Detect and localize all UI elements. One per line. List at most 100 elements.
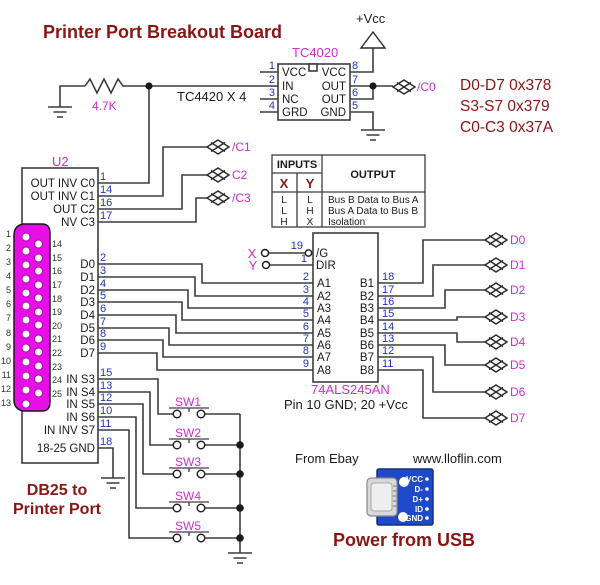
svg-text:OUT INV C0: OUT INV C0 — [31, 178, 95, 190]
svg-text:5: 5 — [100, 290, 106, 302]
svg-text:B4: B4 — [360, 315, 375, 327]
junction-dots — [145, 82, 377, 542]
svg-text:2: 2 — [269, 74, 275, 86]
svg-text:12: 12 — [100, 392, 112, 404]
db25-holes — [21, 232, 43, 409]
svg-text:11: 11 — [2, 370, 11, 380]
svg-text:D1: D1 — [80, 272, 95, 284]
buffer-power-note: Pin 10 GND; 20 +Vcc — [284, 397, 408, 412]
svg-text:SW2: SW2 — [175, 426, 201, 440]
tc4420-pin1-notch — [308, 63, 318, 72]
svg-text:10: 10 — [1, 356, 11, 366]
svg-text:8: 8 — [6, 328, 11, 338]
svg-text:25: 25 — [52, 389, 62, 399]
svg-text:D3: D3 — [510, 310, 526, 324]
svg-text:SW3: SW3 — [175, 455, 201, 469]
db25-connector — [13, 223, 51, 412]
svg-text:5: 5 — [303, 308, 309, 320]
switch-levers — [169, 407, 209, 536]
svg-text:B1: B1 — [360, 278, 374, 290]
svg-text:VCC: VCC — [322, 67, 346, 79]
svg-text:/G: /G — [316, 248, 328, 260]
svg-text:SW4: SW4 — [175, 489, 201, 503]
svg-text:B8: B8 — [360, 365, 374, 377]
svg-text:9: 9 — [303, 358, 309, 370]
svg-text:6: 6 — [100, 303, 106, 315]
svg-text:A8: A8 — [317, 365, 331, 377]
svg-text:A1: A1 — [317, 278, 331, 290]
pad-label-c3: /C3 — [232, 191, 251, 205]
svg-text:1: 1 — [6, 229, 11, 239]
switch-terminals[interactable] — [172, 409, 206, 543]
svg-text:1: 1 — [100, 171, 106, 183]
svg-text:3: 3 — [269, 87, 275, 99]
svg-text:GND: GND — [405, 514, 423, 523]
svg-text:B5: B5 — [360, 328, 374, 340]
svg-text:11: 11 — [382, 358, 393, 370]
svg-text:D7: D7 — [510, 411, 526, 425]
svg-text:D-: D- — [415, 485, 424, 494]
svg-text:19: 19 — [52, 307, 62, 317]
svg-text:GRD: GRD — [282, 107, 308, 119]
usb-pin-dots — [425, 477, 429, 520]
svg-text:10: 10 — [100, 405, 112, 417]
svg-text:OUTPUT: OUTPUT — [350, 169, 396, 181]
svg-text:D0: D0 — [510, 233, 526, 247]
svg-text:24: 24 — [52, 375, 62, 385]
svg-text:7: 7 — [303, 333, 309, 345]
svg-text:D+: D+ — [413, 495, 424, 504]
svg-text:GND: GND — [320, 107, 346, 119]
svg-text:A4: A4 — [317, 315, 332, 327]
svg-text:2: 2 — [6, 243, 11, 253]
svg-text:8: 8 — [100, 328, 106, 340]
pad-label-c1: /C1 — [232, 140, 251, 154]
svg-text:4: 4 — [6, 271, 11, 281]
driver-note: TC4420 X 4 — [177, 89, 246, 104]
wires — [59, 48, 485, 553]
svg-text:D3: D3 — [80, 297, 95, 309]
svg-text:D4: D4 — [80, 310, 95, 322]
svg-text:8: 8 — [352, 60, 358, 72]
svg-text:OUT: OUT — [322, 94, 346, 106]
svg-text:15: 15 — [52, 253, 62, 263]
truth-table — [271, 154, 426, 228]
svg-text:Bus A Data to Bus B: Bus A Data to Bus B — [328, 206, 418, 217]
website-note: www.lloflin.com — [412, 451, 502, 466]
svg-text:VCC: VCC — [282, 67, 306, 79]
page-title: Printer Port Breakout Board — [43, 22, 282, 42]
usb-pin-labels: VCC D- D+ ID GND — [405, 475, 423, 523]
vcc-symbol — [359, 30, 387, 49]
vcc-label: +Vcc — [356, 11, 386, 26]
svg-text:DIR: DIR — [316, 260, 336, 272]
buffer-x-label: X — [248, 246, 257, 261]
svg-text:4: 4 — [269, 100, 275, 112]
svg-text:A2: A2 — [317, 291, 331, 303]
svg-text:D7: D7 — [80, 348, 95, 360]
svg-text:ID: ID — [415, 505, 423, 514]
svg-text:13: 13 — [1, 398, 11, 408]
svg-text:IN S3: IN S3 — [66, 374, 95, 386]
ground-symbols — [48, 106, 385, 564]
svg-text:17: 17 — [382, 284, 394, 296]
svg-text:16: 16 — [52, 266, 62, 276]
address-line-2: C0-C3 0x37A — [460, 119, 554, 136]
svg-text:L: L — [307, 195, 313, 206]
svg-text:19: 19 — [291, 240, 303, 252]
svg-text:18: 18 — [382, 271, 394, 283]
svg-text:14: 14 — [52, 239, 62, 249]
svg-text:D5: D5 — [510, 358, 526, 372]
svg-text:D2: D2 — [80, 285, 95, 297]
svg-text:7: 7 — [352, 74, 358, 86]
buffer-chip-body — [312, 232, 379, 383]
svg-text:H: H — [280, 217, 287, 228]
svg-text:A6: A6 — [317, 340, 331, 352]
svg-text:5: 5 — [352, 100, 358, 112]
svg-text:8: 8 — [303, 345, 309, 357]
svg-text:OUT: OUT — [322, 81, 346, 93]
svg-text:3: 3 — [303, 284, 309, 296]
xy-terminals — [260, 248, 313, 270]
